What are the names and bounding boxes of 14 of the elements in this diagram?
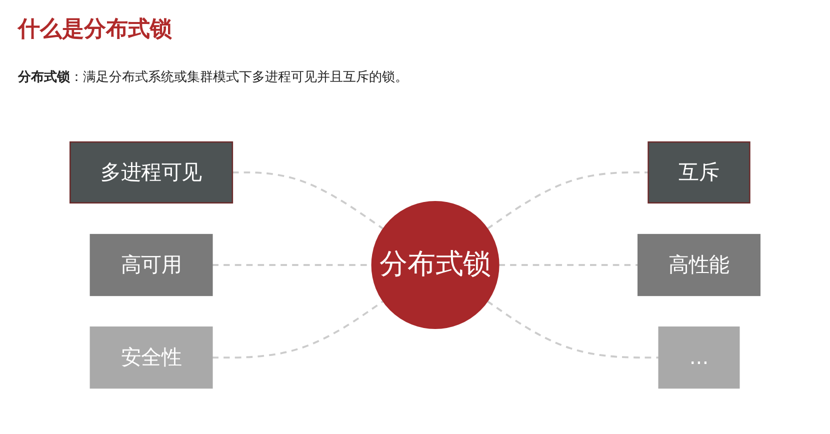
center-circle: 分布式锁 [371, 200, 500, 330]
connector [486, 172, 648, 230]
connector [212, 300, 384, 358]
connector [486, 300, 659, 358]
topic-box: 高性能 [638, 234, 760, 296]
page-title: 什么是分布式锁 [18, 16, 172, 44]
topic-box: 多进程可见 [70, 141, 234, 204]
topic-box: 高可用 [90, 234, 213, 296]
topic-box: ... [658, 326, 740, 389]
connector [232, 172, 384, 230]
topic-box: 安全性 [90, 326, 213, 389]
definition-text: 分布式锁：满足分布式系统或集群模式下多进程可见并且互斥的锁。 [18, 69, 408, 86]
connector [498, 264, 638, 266]
topic-box: 互斥 [648, 141, 750, 204]
